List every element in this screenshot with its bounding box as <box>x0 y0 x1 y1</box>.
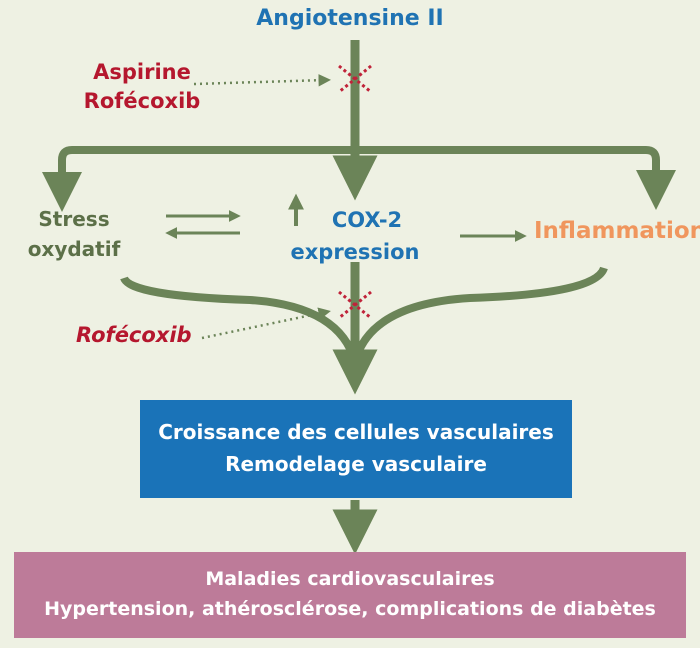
stress-oxydatif-label: Stress oxydatif <box>8 204 140 264</box>
growth-box-line-2: Remodelage vasculaire <box>225 452 487 476</box>
inflammation-label: Inflammation <box>534 218 700 244</box>
cox2-label: COX-2 expression <box>275 204 435 268</box>
growth-box-line-1: Croissance des cellules vasculaires <box>158 420 554 444</box>
cox2-line-1: COX-2 <box>331 208 403 232</box>
aspirine-label: Aspirine <box>93 60 191 84</box>
rofecoxib-bottom-label: Rofécoxib <box>76 323 192 347</box>
inhibition-x-icon <box>338 64 372 94</box>
stress-line-1: Stress <box>38 207 110 231</box>
disease-box: Maladies cardiovasculaires Hypertension,… <box>14 552 686 638</box>
growth-box: Croissance des cellules vasculaires Remo… <box>140 400 572 498</box>
disease-box-line-1: Maladies cardiovasculaires <box>205 568 495 590</box>
disease-box-line-2: Hypertension, athérosclérose, complicati… <box>44 598 656 620</box>
rofecoxib-label: Rofécoxib <box>83 89 201 113</box>
inhibitors-top-label: Aspirine Rofécoxib <box>72 58 212 116</box>
curve-from-inflammation <box>351 266 608 364</box>
stress-line-2: oxydatif <box>27 237 121 261</box>
cox2-line-2: expression <box>290 240 420 264</box>
inhibition-x-icon <box>338 290 372 320</box>
inhibition-arrow-top <box>193 73 331 87</box>
curve-from-stress <box>120 275 359 364</box>
angiotensine-label: Angiotensine II <box>256 6 444 31</box>
branch-bar <box>58 146 676 210</box>
